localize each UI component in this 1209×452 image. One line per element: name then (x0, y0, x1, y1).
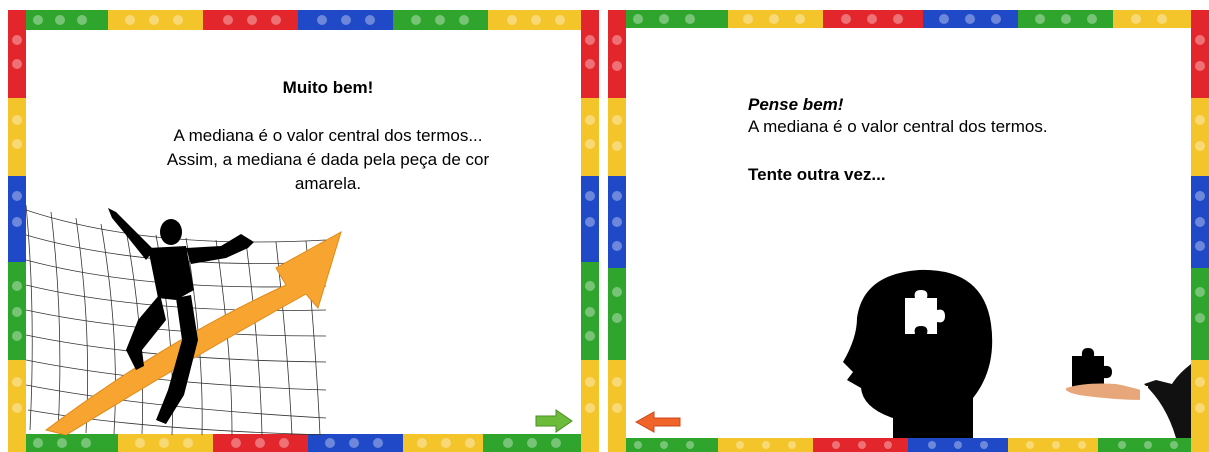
orange-arrow-left-icon[interactable] (634, 410, 682, 434)
feedback-line-2: Tente outra vez... (748, 165, 886, 184)
hand-holding-puzzle-piece-icon (1066, 348, 1191, 438)
slide-wrong-answer: Pense bem! A mediana é o valor central d… (608, 10, 1209, 452)
slide-correct-answer: Muito bem! A mediana é o valor central d… (8, 10, 599, 452)
green-arrow-right-icon[interactable] (534, 408, 574, 434)
feedback-line-3: amarela. (294, 174, 362, 193)
feedback-line-1: A mediana é o valor central dos termos..… (173, 126, 483, 145)
feedback-heading: Pense bem! (748, 95, 844, 114)
jumping-businessman-growth-arrow-icon (26, 204, 342, 435)
feedback-line-1: A mediana é o valor central dos termos. (748, 117, 1048, 136)
head-puzzle-piece-icon (843, 269, 993, 438)
feedback-line-2: Assim, a mediana é dada pela peça de cor (166, 150, 490, 169)
feedback-heading: Muito bem! (282, 78, 374, 97)
